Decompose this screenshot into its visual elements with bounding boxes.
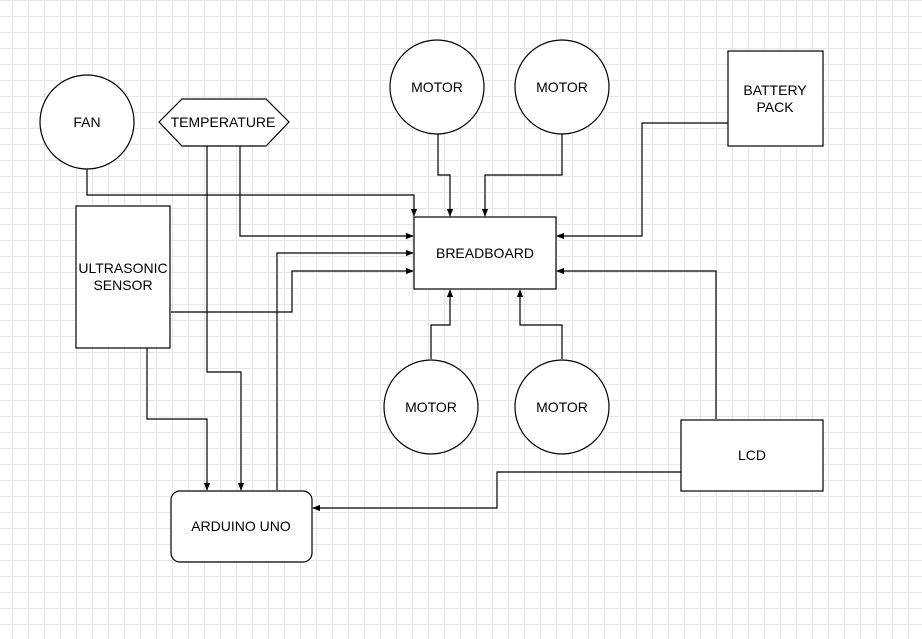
edge-motor-bottom-right-to-breadboard (516, 289, 563, 359)
motor-bottom-left-label: MOTOR (405, 399, 457, 415)
node-motor-bottom-right: MOTOR (514, 359, 610, 455)
node-fan: FAN (39, 74, 135, 170)
node-arduino-uno: ARDUINO UNO (170, 490, 313, 563)
breadboard-label: BREADBOARD (436, 245, 534, 261)
motor-top-right-label: MOTOR (536, 79, 588, 95)
battery-pack-label-line2: PACK (756, 99, 794, 115)
node-motor-top-left: MOTOR (389, 39, 485, 135)
edge-battery-to-breadboard (556, 122, 728, 240)
arduino-uno-label: ARDUINO UNO (191, 518, 291, 534)
lcd-label: LCD (738, 447, 766, 463)
node-motor-bottom-left: MOTOR (383, 359, 479, 455)
edge-motor-top-right-to-breadboard (481, 134, 563, 217)
motor-bottom-right-label: MOTOR (536, 399, 588, 415)
motor-top-left-label: MOTOR (411, 79, 463, 95)
fan-label: FAN (73, 114, 100, 130)
node-ultrasonic-sensor: ULTRASONIC SENSOR (75, 205, 171, 349)
edge-temperature-to-arduino (206, 146, 245, 491)
node-temperature: TEMPERATURE (158, 98, 290, 147)
edges (86, 122, 728, 512)
edge-temperature-to-breadboard (239, 146, 414, 240)
edge-lcd-to-arduino (312, 471, 681, 512)
edge-arduino-to-breadboard (276, 249, 414, 490)
edge-motor-top-left-to-breadboard (437, 134, 454, 217)
edge-motor-bottom-left-to-breadboard (430, 289, 454, 359)
node-motor-top-right: MOTOR (514, 39, 610, 135)
edge-fan-to-breadboard (86, 169, 418, 217)
temperature-label: TEMPERATURE (171, 114, 276, 130)
node-lcd: LCD (680, 419, 824, 492)
edge-ultrasonic-to-arduino (146, 348, 211, 491)
ultrasonic-sensor-label-line2: SENSOR (93, 277, 152, 293)
edge-lcd-to-breadboard (556, 267, 717, 419)
edge-ultrasonic-to-breadboard (171, 267, 414, 313)
battery-pack-label-line1: BATTERY (743, 82, 807, 98)
ultrasonic-sensor-label-line1: ULTRASONIC (78, 260, 167, 276)
node-battery-pack: BATTERY PACK (727, 50, 824, 147)
node-breadboard: BREADBOARD (413, 216, 557, 290)
